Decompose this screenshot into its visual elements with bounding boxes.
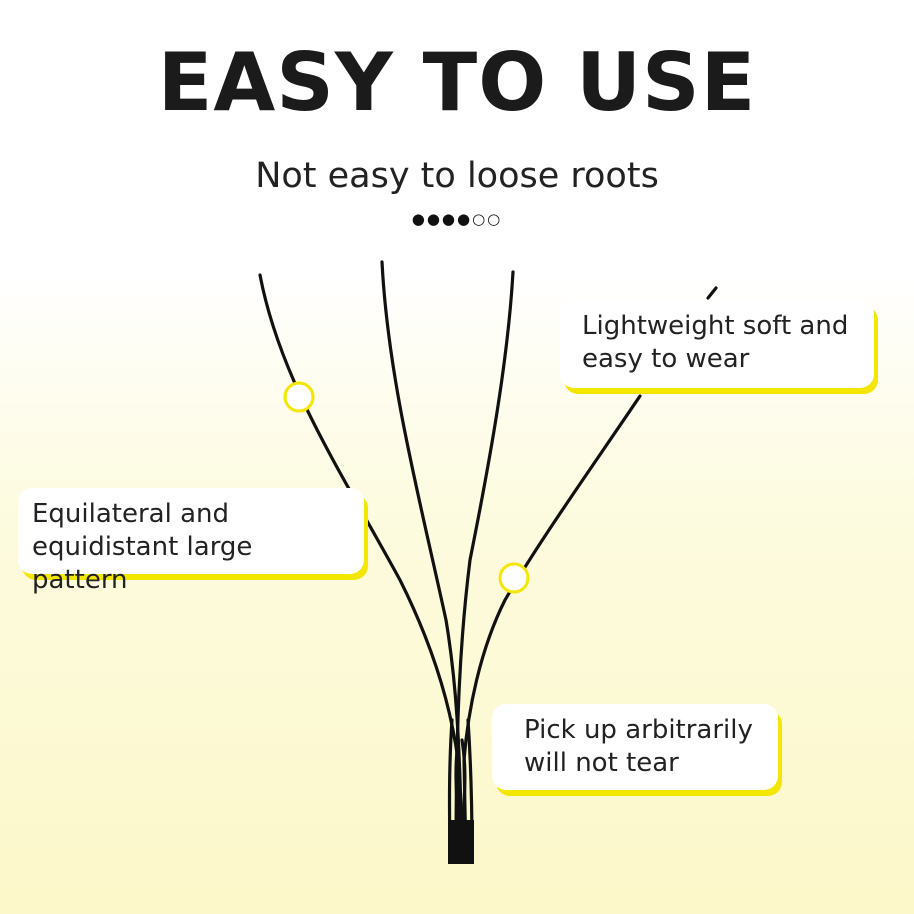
lash-strand-left xyxy=(258,273,462,862)
lash-strand-mid-left xyxy=(380,260,464,862)
lash-strand-right xyxy=(462,394,642,862)
callout-pattern: Equilateral and equidistant large patter… xyxy=(18,488,364,595)
callout-lightweight: Lightweight soft and easy to wear xyxy=(560,300,874,388)
callout-tear: Pick up arbitrarily will not tear xyxy=(492,704,778,790)
callout-tear-line1: Pick up arbitrarily xyxy=(524,715,753,745)
rating-dots: ●●●●○○ xyxy=(411,210,503,228)
lash-strand-right-tip xyxy=(706,286,718,300)
callout-pattern-line1: Equilateral and xyxy=(32,499,230,529)
callout-tear-line2: will not tear xyxy=(524,748,679,778)
subheadline: Not easy to loose roots xyxy=(255,156,659,196)
callout-lightweight-line1: Lightweight soft and xyxy=(582,311,849,341)
marker-circle-left xyxy=(283,381,315,413)
callout-lightweight-line2: easy to wear xyxy=(582,344,750,374)
marker-circle-right xyxy=(498,562,530,594)
lash-root-base xyxy=(448,820,474,864)
callout-pattern-line2: equidistant large pattern xyxy=(32,532,253,595)
headline: EASY TO USE xyxy=(157,36,757,129)
